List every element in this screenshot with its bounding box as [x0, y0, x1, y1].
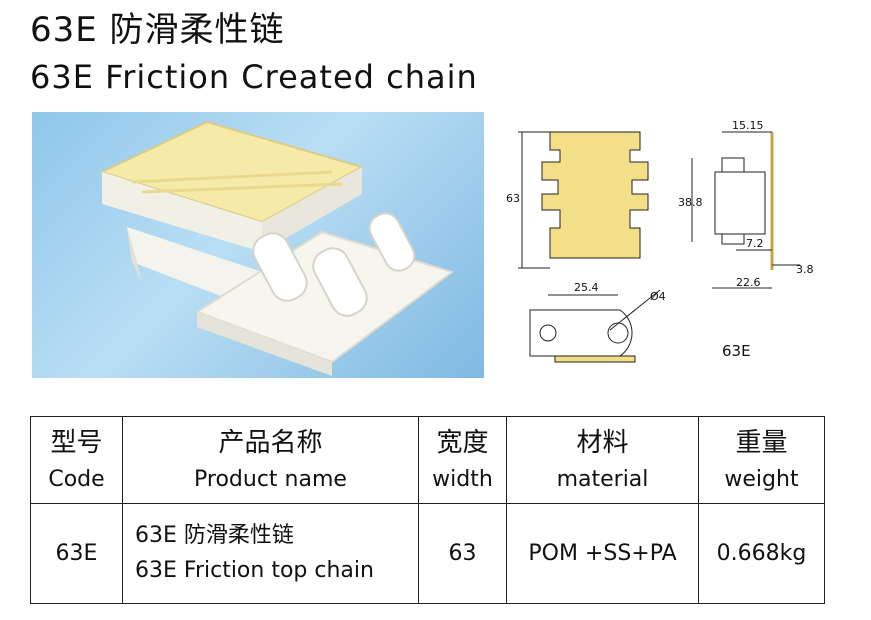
dim-base-label: 22.6	[736, 276, 761, 289]
technical-drawing: 63 15.15 38.8 7.2 3.8 22.6 25.4 Ø4 63E	[500, 110, 830, 370]
header-weight: 重量 weight	[698, 416, 825, 504]
header-material: 材料 material	[506, 416, 699, 504]
header-weight-en: weight	[724, 467, 799, 493]
header-code-cn: 型号	[50, 427, 103, 458]
dim-pitch-label: 25.4	[574, 281, 599, 294]
cell-material: POM +SS+PA	[506, 503, 699, 604]
product-photo	[32, 112, 484, 378]
cell-code: 63E	[30, 503, 123, 604]
header-material-en: material	[556, 467, 649, 493]
header-weight-cn: 重量	[735, 427, 788, 458]
cell-product-name: 63E 防滑柔性链 63E Friction top chain	[122, 503, 419, 604]
dim-hole-label: Ø4	[650, 290, 666, 303]
cell-weight: 0.668kg	[698, 503, 825, 604]
cell-product-name-cn: 63E 防滑柔性链	[135, 523, 294, 549]
dim-thickness-label: 3.8	[796, 263, 814, 276]
header-product-name-en: Product name	[194, 467, 347, 493]
title-english: 63E Friction Created chain	[30, 58, 478, 96]
dim-small-label: 7.2	[746, 237, 764, 250]
header-product-name: 产品名称 Product name	[122, 416, 419, 504]
chain-illustration	[99, 120, 455, 376]
header-product-name-cn: 产品名称	[218, 427, 323, 458]
header-width: 宽度 width	[418, 416, 507, 504]
cell-width: 63	[418, 503, 507, 604]
model-label: 63E	[722, 342, 751, 360]
table-row: 63E 63E 防滑柔性链 63E Friction top chain 63 …	[30, 503, 825, 604]
header-material-cn: 材料	[576, 427, 629, 458]
dim-top-width-label: 15.15	[732, 119, 764, 132]
spec-table: 型号 Code 产品名称 Product name 宽度 width 材料 ma…	[30, 416, 825, 604]
title-chinese: 63E 防滑柔性链	[30, 10, 285, 50]
table-header-row: 型号 Code 产品名称 Product name 宽度 width 材料 ma…	[30, 416, 825, 504]
header-code: 型号 Code	[30, 416, 123, 504]
header-width-cn: 宽度	[436, 427, 489, 458]
dim-side-height-label: 38.8	[678, 196, 703, 209]
header-width-en: width	[432, 467, 493, 493]
cell-product-name-en: 63E Friction top chain	[135, 557, 374, 583]
header-code-en: Code	[48, 467, 105, 493]
dimension-drawing: 63 15.15 38.8 7.2 3.8 22.6 25.4 Ø4 63E	[506, 119, 814, 363]
dim-height-label: 63	[506, 192, 520, 205]
